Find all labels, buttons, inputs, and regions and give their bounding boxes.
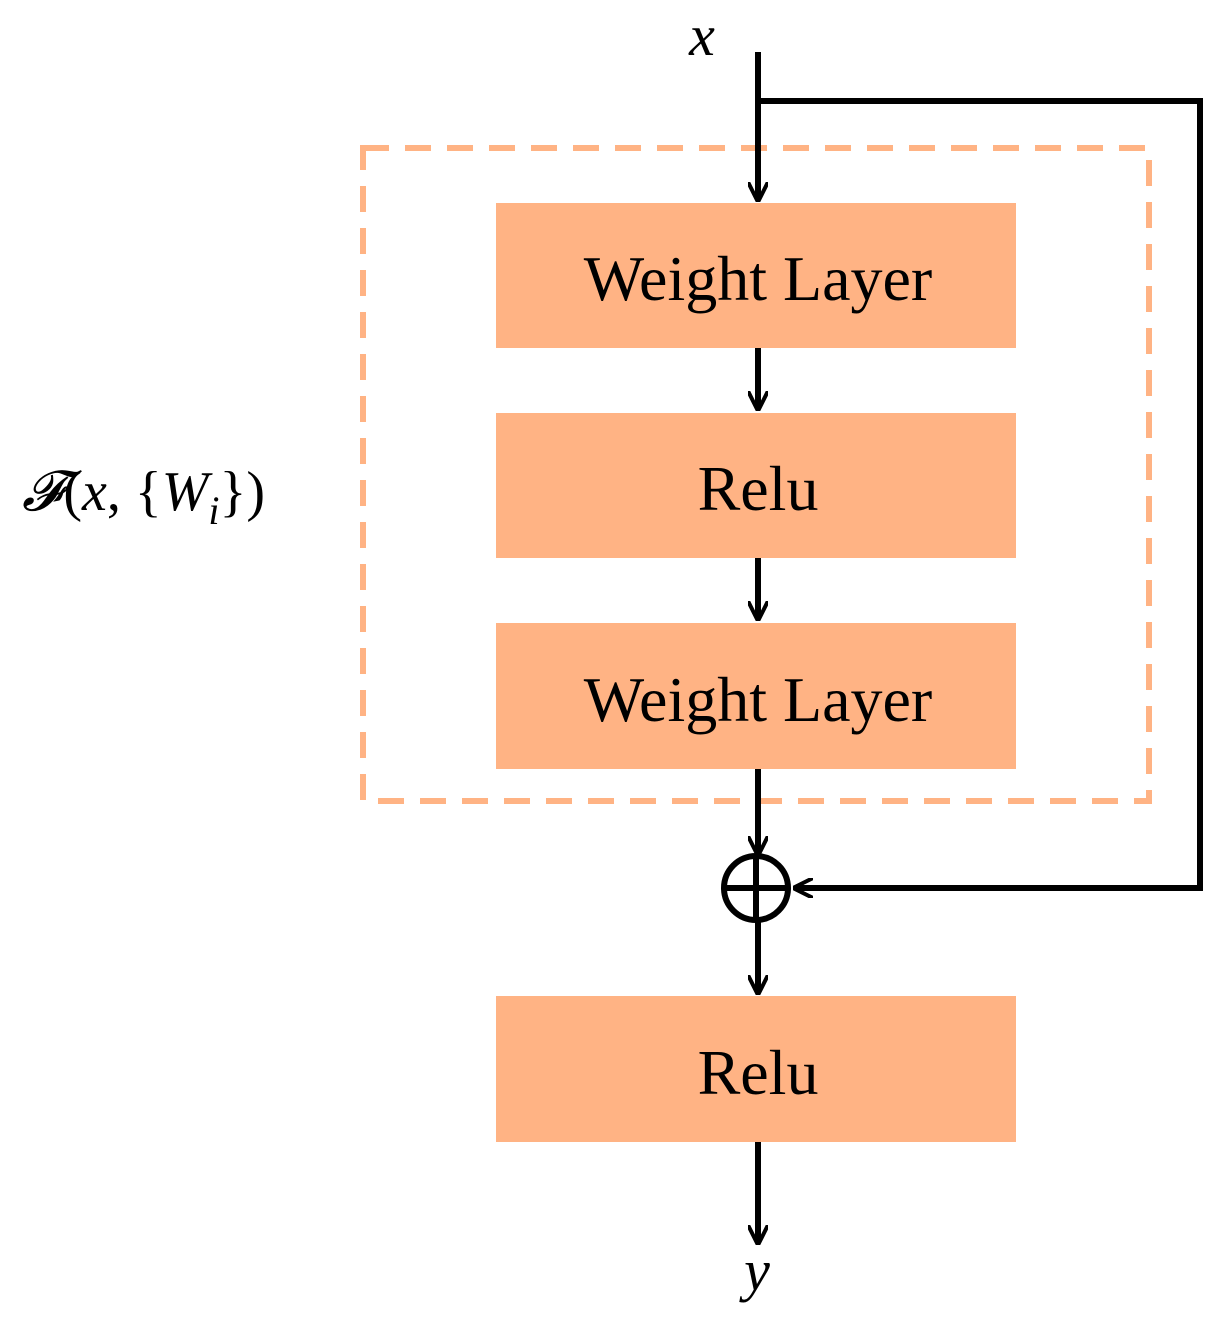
residual-function-label: 𝓕(x, {Wi}) [22, 461, 265, 533]
relu-label-1: Relu [698, 453, 819, 524]
weight-layer-block-1: Weight Layer [496, 203, 1016, 348]
relu-label-2: Relu [698, 1037, 819, 1108]
relu-block-1: Relu [496, 413, 1016, 558]
input-label: x [688, 3, 715, 68]
addition-node [721, 853, 791, 923]
relu-block-2: Relu [496, 996, 1016, 1142]
output-label: y [739, 1238, 770, 1303]
weight-layer-label-2: Weight Layer [584, 664, 932, 735]
weight-layer-label-1: Weight Layer [584, 243, 932, 314]
weight-layer-block-2: Weight Layer [496, 623, 1016, 769]
skip-connection [758, 98, 1203, 888]
